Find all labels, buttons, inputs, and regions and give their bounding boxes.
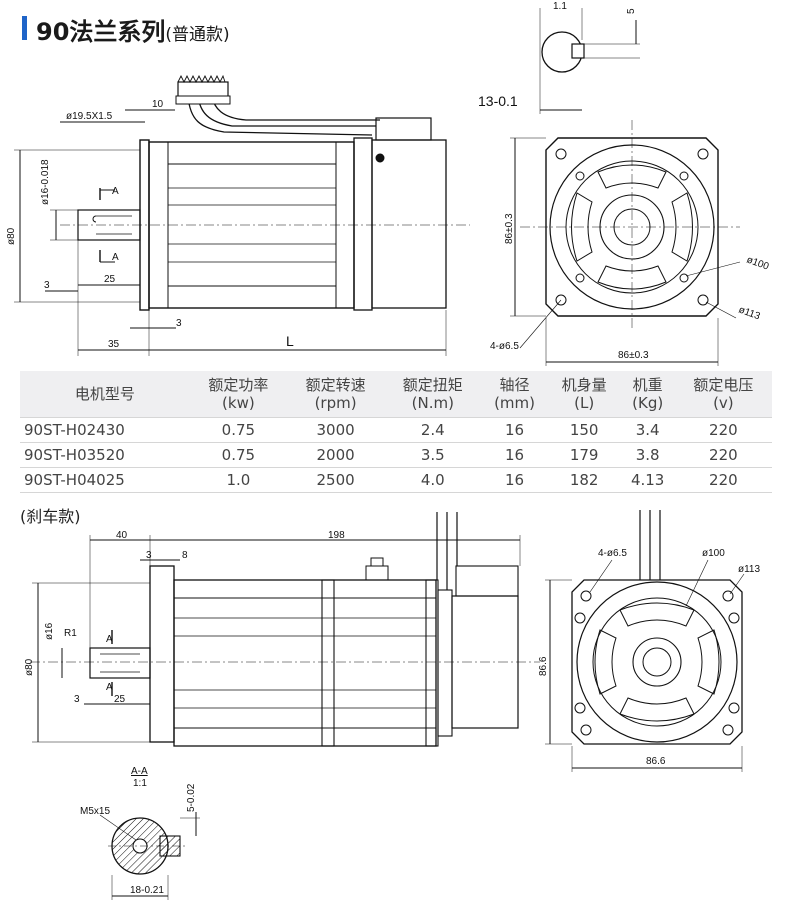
dim-b-80: ø80 (24, 658, 35, 676)
col-model: 电机型号 (20, 371, 190, 418)
dim-b-3-left: 3 (74, 694, 80, 705)
dim-bf-100: ø100 (702, 548, 725, 559)
title-main: 90法兰系列 (36, 18, 166, 46)
top-key-section (539, 8, 640, 114)
dim-bf-86-side: 86.6 (538, 656, 549, 676)
cell-shaft: 16 (481, 467, 548, 493)
table-row: 90ST-H03520 0.75 2000 3.5 16 179 3.8 220 (20, 442, 772, 468)
dim-aa-m5: M5x15 (80, 806, 110, 817)
dim-10: 10 (152, 99, 164, 110)
cell-voltage: 220 (674, 417, 772, 443)
cell-speed: 2000 (286, 442, 385, 468)
dim-13: 13-0.1 (478, 93, 518, 109)
section-b-a-bottom: A (106, 682, 113, 693)
spec-table: 电机型号 额定功率(kw) 额定转速(rpm) 额定扭矩(N.m) 轴径(mm)… (20, 371, 772, 493)
dim-b-198: 198 (328, 530, 345, 541)
section-a-top: A (112, 186, 119, 197)
dim-b-3: 3 (146, 550, 152, 561)
dim-3-left: 3 (44, 280, 50, 291)
dim-bf-86-bottom: 86.6 (646, 756, 666, 767)
cell-model: 90ST-H02430 (20, 417, 190, 443)
page-title: 90法兰系列(普通款) (36, 12, 230, 47)
dim-25: 25 (104, 274, 116, 285)
dim-bf-holes: 4-ø6.5 (598, 548, 627, 559)
table-row: 90ST-H04025 1.0 2500 4.0 16 182 4.13 220 (20, 467, 772, 493)
brake-section-label: (刹车款) (20, 507, 81, 526)
section-aa-label: A-A (131, 766, 148, 777)
col-voltage: 额定电压(v) (674, 371, 772, 418)
dim-front-holes: 4-ø6.5 (490, 341, 519, 352)
cell-weight: 3.4 (620, 417, 675, 443)
cell-shaft: 16 (481, 417, 548, 443)
bottom-side-view (30, 512, 540, 747)
section-a-a (99, 812, 200, 900)
cell-weight: 4.13 (620, 467, 675, 493)
col-weight: 机重(Kg) (620, 371, 675, 418)
cell-torque: 4.0 (384, 467, 482, 493)
title-accent-bar (22, 16, 27, 40)
col-length: 机身量(L) (547, 371, 621, 418)
cell-power: 0.75 (189, 442, 287, 468)
dim-front-113: ø113 (737, 304, 762, 322)
cell-voltage: 220 (674, 467, 772, 493)
dim-b-25: 25 (114, 694, 126, 705)
top-front-view (510, 120, 741, 366)
dim-b-8: 8 (182, 550, 188, 561)
cell-power: 0.75 (189, 417, 287, 443)
dim-length-l: L (286, 333, 294, 349)
cell-speed: 3000 (286, 417, 385, 443)
section-b-a-top: A (106, 634, 113, 645)
col-torque: 额定扭矩(N.m) (384, 371, 482, 418)
spec-table-header: 电机型号 额定功率(kw) 额定转速(rpm) 额定扭矩(N.m) 轴径(mm)… (20, 371, 772, 418)
cell-torque: 3.5 (384, 442, 482, 468)
dim-front-86: 86±0.3 (504, 213, 515, 244)
section-aa-scale: 1:1 (133, 778, 147, 789)
col-speed: 额定转速(rpm) (286, 371, 385, 418)
dim-front-86-bottom: 86±0.3 (618, 350, 649, 361)
dim-bf-113: ø113 (738, 564, 760, 575)
cell-weight: 3.8 (620, 442, 675, 468)
table-row: 90ST-H02430 0.75 3000 2.4 16 150 3.4 220 (20, 417, 772, 443)
dim-shaft-key: ø19.5X1.5 (66, 111, 113, 122)
cell-voltage: 220 (674, 442, 772, 468)
dim-aa-5: 5-0.02 (186, 783, 197, 812)
dim-key-1-1: 1.1 (553, 1, 567, 12)
dim-b-16: ø16 (44, 622, 55, 640)
dim-aa-18: 18-0.21 (130, 885, 164, 896)
col-power: 额定功率(kw) (189, 371, 287, 418)
cell-speed: 2500 (286, 467, 385, 493)
dim-shaft-dia: ø16-0.018 (40, 159, 51, 205)
cell-torque: 2.4 (384, 417, 482, 443)
cell-length: 182 (547, 467, 621, 493)
section-a-bottom: A (112, 252, 119, 263)
col-shaft: 轴径(mm) (481, 371, 548, 418)
cell-power: 1.0 (189, 467, 287, 493)
dim-b-40: 40 (116, 530, 128, 541)
dim-front-100: ø100 (745, 254, 771, 272)
cell-shaft: 16 (481, 442, 548, 468)
cell-model: 90ST-H03520 (20, 442, 190, 468)
dim-b-r1: R1 (64, 628, 77, 639)
dim-35: 35 (108, 339, 120, 350)
bottom-front-view (545, 510, 745, 772)
title-subtitle: (普通款) (165, 25, 230, 45)
cell-length: 179 (547, 442, 621, 468)
dim-pilot-dia: ø80 (6, 227, 17, 245)
cell-model: 90ST-H04025 (20, 467, 190, 493)
dim-key-5: 5 (626, 8, 637, 14)
dim-3-flange: 3 (176, 318, 182, 329)
top-side-view (14, 74, 470, 356)
cell-length: 150 (547, 417, 621, 443)
